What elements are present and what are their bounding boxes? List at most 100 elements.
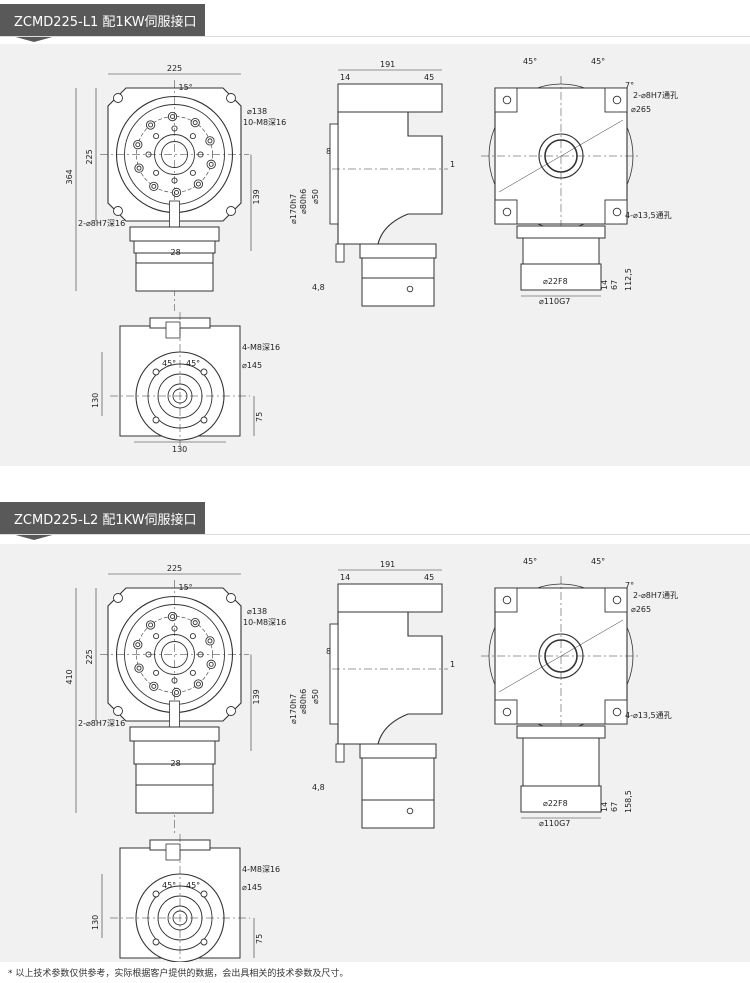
front-inner-hole: [153, 169, 160, 176]
dim-label-bot_145: ⌀145: [242, 361, 262, 370]
bottom-bolt-hole: [200, 938, 208, 946]
side-shaft-stub: [335, 243, 345, 263]
front-bolt-hole: [205, 636, 215, 646]
dim-label-right_7: 7°: [625, 81, 634, 90]
dim-label-right_112: 112,5: [624, 268, 633, 291]
top-corner-hole: [612, 707, 622, 717]
front-bolt-hole: [134, 163, 144, 173]
tab-divider-2: [0, 534, 750, 535]
dim-label-height_139: 139: [252, 689, 261, 704]
dim-label-right_pcd: ⌀265: [631, 105, 651, 114]
top-adapter-2: [522, 737, 600, 787]
top-corner-hole: [502, 207, 512, 217]
dim-label-right_d110: ⌀110G7: [539, 819, 570, 828]
dim-label-side_48: 4,8: [312, 283, 325, 292]
dim-label-width_top: 225: [167, 64, 182, 73]
front-bolt-hole-inner: [195, 181, 201, 187]
front-bolt-hole: [167, 111, 178, 122]
technical-drawing-1: 22515°⌀13810-M8深162253641392-⌀8H7深162819…: [65, 57, 678, 454]
dim-label-side_48: 4,8: [312, 783, 325, 792]
front-bolt-hole-inner: [151, 183, 157, 189]
bottom-bolt-hole: [200, 890, 208, 898]
front-inner-hole: [153, 133, 160, 140]
dim-label-side_d80: ⌀80h6: [299, 189, 308, 214]
front-bolt-hole: [190, 117, 200, 128]
front-bolt-hole: [193, 679, 204, 689]
front-bolt-hole: [171, 187, 182, 198]
dim-label-right_112: 158,5: [624, 790, 633, 813]
dim-label-side_length: 191: [380, 560, 395, 569]
bottom-bolt-hole: [200, 368, 208, 376]
dim-label-bot_45b: 45°: [186, 359, 200, 368]
section-title-tab-2: ZCMD225-L2 配1KW伺服接口: [0, 502, 205, 534]
top-motor-block: [520, 263, 602, 291]
dim-label-bot_75: 75: [255, 934, 264, 944]
front-bolt-hole-inner: [135, 142, 141, 148]
front-bolt-hole-inner: [136, 165, 142, 171]
front-corner-hole: [226, 706, 236, 716]
dim-label-side_45: 45: [424, 73, 434, 82]
top-adapter-1: [516, 725, 606, 739]
bottom-key: [165, 321, 181, 339]
front-bolt-hole: [134, 663, 144, 673]
footnote: * 以上技术参数仅供参考，实际根据客户提供的数据，会出具相关的技术参数及尺寸。: [8, 969, 349, 979]
dim-label-bot_130w: 130: [172, 445, 187, 454]
front-bolt-hole: [145, 620, 156, 630]
side-adapter-2: [361, 757, 435, 801]
side-top-housing: [337, 583, 443, 613]
front-corner-hole: [226, 206, 236, 216]
front-bolt-hole: [149, 181, 159, 192]
front-bolt-hole-inner: [148, 122, 154, 128]
front-corner-hole: [226, 93, 236, 103]
front-bolt-hole: [133, 140, 143, 150]
dim-label-pcd_outer: ⌀138: [247, 607, 267, 616]
side-adapter-2: [361, 257, 435, 279]
bottom-bolt-hole: [152, 938, 160, 946]
dim-label-bot_75: 75: [255, 412, 264, 422]
dim-label-side_45: 45: [424, 573, 434, 582]
top-corner-hole: [502, 595, 512, 605]
dim-label-pin_holes: 2-⌀8H7深16: [78, 719, 125, 728]
dim-label-right_d22: ⌀22F8: [543, 799, 568, 808]
dim-label-side_1: 1: [450, 660, 455, 669]
front-key-slot: [169, 200, 180, 230]
side-flange-step: [329, 123, 339, 225]
dim-label-thread_holes: 10-M8深16: [243, 118, 286, 127]
top-diag-1: [498, 119, 624, 193]
dim-label-height_139: 139: [252, 189, 261, 204]
section-title-1: ZCMD225-L1 配1KW伺服接口: [14, 14, 197, 30]
dim-label-side_d50: ⌀50: [311, 689, 320, 704]
front-bolt-hole-inner: [192, 620, 198, 626]
dim-label-pcd_outer: ⌀138: [247, 107, 267, 116]
dim-label-angle_top: 15°: [179, 83, 193, 92]
front-bolt-hole-inner: [148, 622, 154, 628]
dim-label-width_top: 225: [167, 564, 182, 573]
dim-label-right_holes: 4-⌀13,5通孔: [625, 210, 672, 220]
dim-label-right_67: 67: [610, 802, 619, 812]
side-motor-hole: [406, 285, 414, 293]
side-flange-step: [329, 623, 339, 725]
dim-label-bot_130h: 130: [91, 915, 100, 930]
bottom-bolt-hole: [200, 416, 208, 424]
bottom-key: [165, 843, 181, 861]
front-inner-hole: [153, 633, 160, 640]
side-adapter-1: [359, 743, 437, 759]
dim-label-thread_holes: 10-M8深16: [243, 618, 286, 627]
dim-label-pin_holes: 2-⌀8H7深16: [78, 219, 125, 228]
dim-label-side_8: 8: [326, 147, 331, 156]
front-motor-block: [135, 262, 214, 292]
dim-label-right_14: 14: [600, 802, 609, 812]
dim-label-right_45b: 45°: [591, 557, 605, 566]
front-bolt-hole-inner: [136, 665, 142, 671]
front-bolt-hole-inner: [208, 161, 214, 167]
side-motor-block: [361, 799, 435, 829]
dim-label-bot_45a: 45°: [162, 359, 176, 368]
dim-label-height_total: 410: [65, 669, 74, 684]
front-inner-hole: [189, 633, 196, 640]
dim-label-right_d22: ⌀22F8: [543, 277, 568, 286]
front-bolt-hole: [205, 136, 215, 146]
top-corner-hole: [612, 207, 622, 217]
front-bolt-hole: [206, 159, 216, 169]
